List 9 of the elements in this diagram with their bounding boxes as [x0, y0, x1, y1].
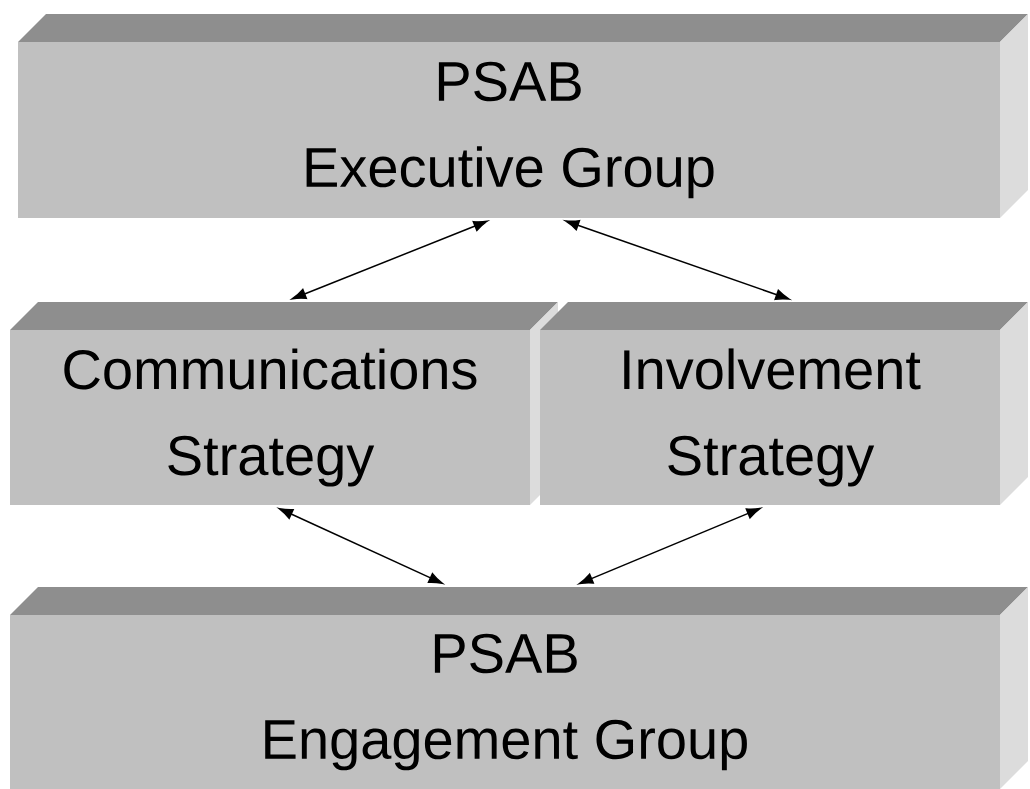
block: PSAB Executive Group	[18, 14, 1028, 218]
node-label: Communications Strategy	[64, 348, 477, 487]
block: PSAB Engagement Group	[10, 587, 1028, 789]
arrow	[291, 220, 488, 300]
arrow	[564, 220, 790, 300]
arrow	[578, 507, 761, 585]
block: Involvement Strategy	[540, 302, 1028, 505]
block: Communications Strategy	[10, 302, 558, 505]
arrow	[278, 507, 444, 585]
